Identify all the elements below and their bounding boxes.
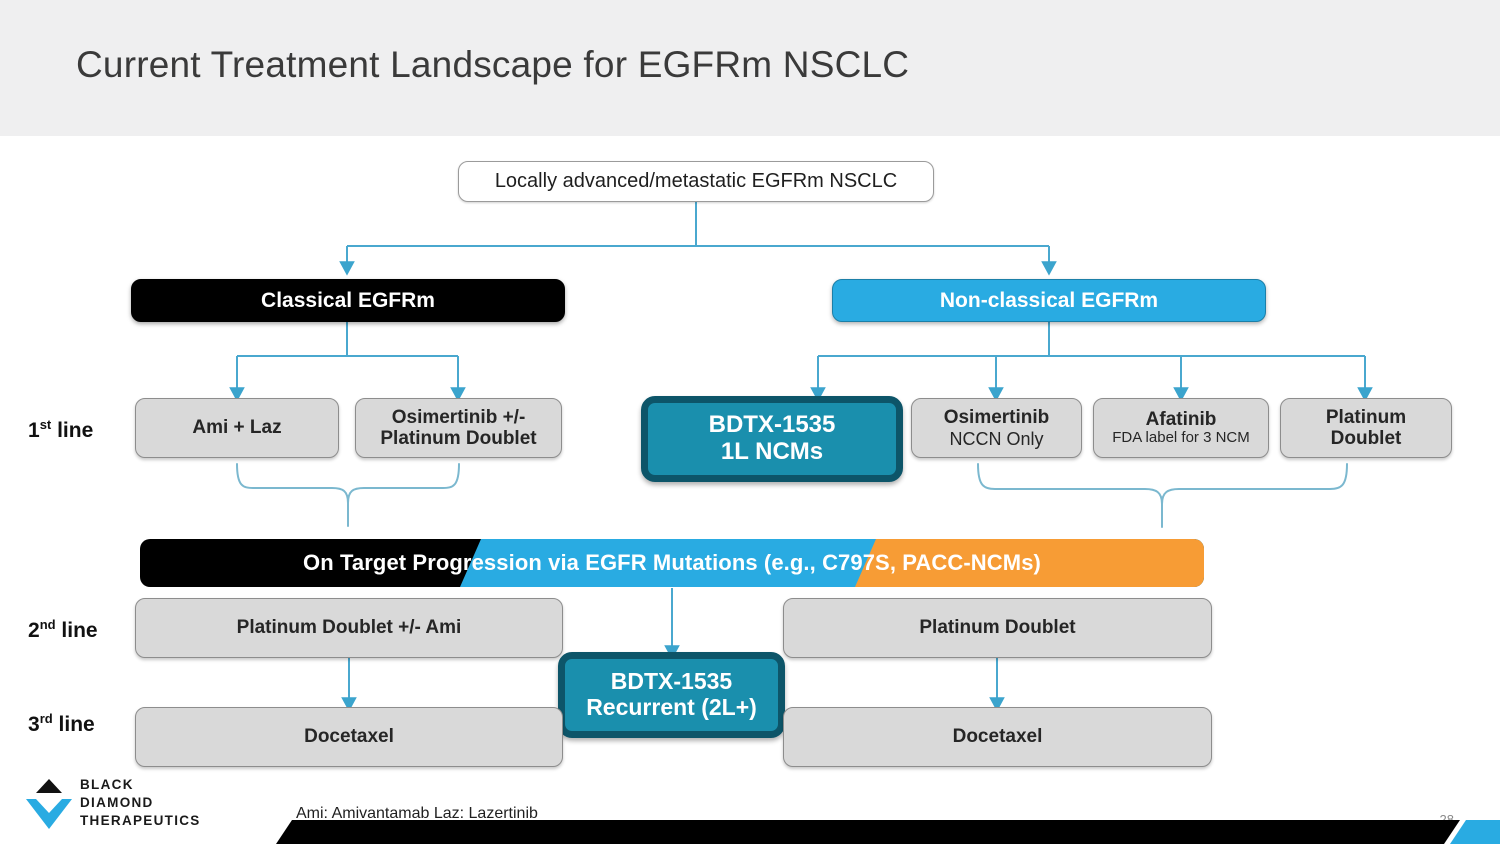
label-3rd-suffix: rd [39, 711, 53, 726]
node-afatinib[interactable]: Afatinib FDA label for 3 NCM [1093, 398, 1269, 458]
node-platinum-doublet-1l[interactable]: Platinum Doublet [1280, 398, 1452, 458]
node-platinum-doublet-1l-line2: Doublet [1330, 428, 1402, 449]
node-bdtx-1l-line2: 1L NCMs [720, 438, 824, 465]
node-bdtx-1535-1l[interactable]: BDTX-1535 1L NCMs [641, 396, 903, 482]
node-osimertinib-platinum[interactable]: Osimertinib +/- Platinum Doublet [355, 398, 562, 458]
logo-line-3: THERAPEUTICS [80, 812, 201, 828]
node-root-label: Locally advanced/metastatic EGFRm NSCLC [494, 170, 898, 193]
node-3l-docetaxel-left-label: Docetaxel [304, 726, 394, 748]
node-osimertinib-nccn-line1: Osimertinib [943, 407, 1050, 429]
node-bdtx-recurrent-line2: Recurrent (2L+) [586, 694, 757, 720]
node-2l-platinum-doublet[interactable]: Platinum Doublet [783, 598, 1212, 658]
node-2l-platinum-ami-label: Platinum Doublet +/- Ami [236, 617, 462, 639]
logo-line-1: BLACK [80, 777, 134, 792]
node-root[interactable]: Locally advanced/metastatic EGFRm NSCLC [458, 161, 934, 202]
page-title: Current Treatment Landscape for EGFRm NS… [76, 44, 910, 85]
node-classical-egfrm[interactable]: Classical EGFRm [131, 279, 565, 322]
label-1st-line: 1st line [28, 417, 93, 443]
label-1st-ordinal: 1 [28, 419, 40, 442]
label-3rd-text: line [52, 713, 95, 736]
progression-banner-shape [140, 539, 1204, 587]
diamond-logo-icon [26, 779, 72, 829]
node-ami-laz[interactable]: Ami + Laz [135, 398, 339, 458]
label-2nd-text: line [55, 619, 98, 642]
node-afatinib-line1: Afatinib [1145, 408, 1217, 430]
label-1st-suffix: st [39, 417, 52, 432]
label-3rd-ordinal: 3 [28, 713, 40, 736]
progression-label: On Target Progression via EGFR Mutations… [303, 550, 1041, 575]
label-2nd-suffix: nd [39, 617, 56, 632]
company-logo: BLACK DIAMOND THERAPEUTICS [22, 776, 222, 834]
node-osimertinib-platinum-line2: Platinum Doublet [380, 428, 537, 449]
label-2nd-line: 2nd line [28, 617, 98, 643]
label-3rd-line: 3rd line [28, 711, 95, 737]
logo-line-2: DIAMOND [80, 794, 154, 810]
node-ami-laz-line1: Ami + Laz [192, 417, 282, 439]
node-nonclassical-egfrm[interactable]: Non-classical EGFRm [832, 279, 1266, 322]
progression-banner[interactable]: On Target Progression via EGFR Mutations… [140, 539, 1204, 587]
node-bdtx-1l-line1: BDTX-1535 [708, 411, 836, 439]
bottom-banner-cyan [1450, 820, 1500, 844]
node-osimertinib-platinum-line1: Osimertinib +/- [391, 406, 526, 428]
node-2l-platinum-doublet-label: Platinum Doublet [919, 617, 1076, 639]
header-band [0, 0, 1500, 136]
node-classical-label: Classical EGFRm [261, 288, 435, 312]
node-afatinib-line2: FDA label for 3 NCM [1112, 429, 1250, 447]
node-osimertinib-nccn[interactable]: Osimertinib NCCN Only [911, 398, 1082, 458]
node-bdtx-1535-recurrent[interactable]: BDTX-1535 Recurrent (2L+) [558, 652, 785, 738]
node-3l-docetaxel-right[interactable]: Docetaxel [783, 707, 1212, 767]
bottom-banner-black [276, 820, 1460, 844]
logo-wordmark: BLACK DIAMOND THERAPEUTICS [80, 776, 201, 829]
node-bdtx-recurrent-line1: BDTX-1535 [610, 668, 733, 695]
node-platinum-doublet-1l-line1: Platinum [1325, 406, 1407, 428]
label-1st-text: line [51, 419, 94, 442]
label-2nd-ordinal: 2 [28, 619, 40, 642]
node-3l-docetaxel-right-label: Docetaxel [952, 726, 1043, 748]
node-nonclassical-label: Non-classical EGFRm [939, 288, 1159, 312]
page-number: 28 [1439, 812, 1454, 827]
progression-seg-orange [855, 539, 1204, 587]
node-osimertinib-nccn-line2: NCCN Only [949, 428, 1044, 449]
footnote: Ami: Amivantamab Laz: Lazertinib [296, 805, 538, 822]
node-3l-docetaxel-left[interactable]: Docetaxel [135, 707, 563, 767]
node-2l-platinum-ami[interactable]: Platinum Doublet +/- Ami [135, 598, 563, 658]
